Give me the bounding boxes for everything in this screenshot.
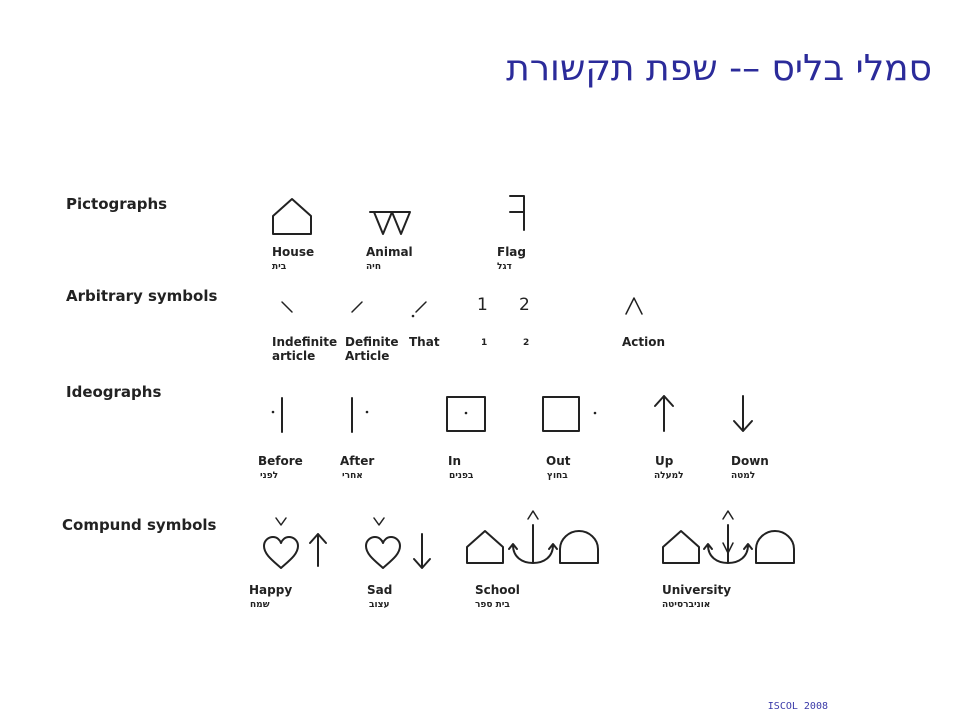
before-hebrew: לפני [260, 471, 279, 481]
in-hebrew: בפנים [449, 471, 474, 481]
category-pictographs: Pictographs [66, 195, 168, 213]
sad-label: Sad [367, 583, 393, 597]
happy-hebrew: שמח [250, 600, 270, 610]
before-label: Before [258, 454, 303, 468]
arch-icon [559, 530, 599, 564]
out-label: Out [546, 454, 571, 468]
definite-article-symbol [351, 301, 363, 313]
house-icon [272, 198, 312, 235]
house-icon [466, 530, 504, 564]
indefinite-label-line1: Indefinite [272, 335, 338, 349]
house-label: House [272, 245, 315, 259]
arrow-up-icon [309, 533, 327, 567]
up-label: Up [655, 454, 674, 468]
school-hebrew: בית ספר [475, 600, 510, 610]
animal-hebrew: חיה [366, 262, 382, 272]
university-label: University [662, 583, 732, 597]
after-hebrew: אחרי [342, 471, 363, 481]
definite-label-line2: Article [345, 349, 390, 363]
arrow-down-icon [733, 395, 753, 432]
flag-icon [509, 195, 525, 231]
number-one-hebrew: 1 [481, 338, 488, 348]
sad-hebrew: עצוב [369, 600, 390, 610]
indefinite-article-symbol [281, 301, 293, 313]
down-hebrew: למטה [731, 471, 756, 481]
out-hebrew: בחוץ [547, 471, 568, 481]
house-hebrew: בית [272, 262, 287, 272]
flag-hebrew: דגל [497, 262, 512, 272]
indefinite-label-line2: article [272, 349, 316, 363]
down-label: Down [731, 454, 769, 468]
number-one-symbol: 1 [477, 295, 488, 315]
university-hebrew: אוניברסיטה [662, 600, 711, 610]
anchor-icon [703, 524, 753, 564]
out-symbol [542, 396, 597, 432]
anchor-icon [508, 524, 558, 564]
definite-label-line1: Definite [345, 335, 399, 349]
animal-icon [369, 211, 411, 235]
university-symbol [662, 510, 795, 564]
up-hebrew: למעלה [654, 471, 684, 481]
happy-symbol [263, 517, 327, 569]
house-icon [662, 530, 700, 564]
school-symbol [466, 510, 599, 564]
heart-icon [365, 536, 401, 569]
flag-label: Flag [497, 245, 526, 259]
footer-credit: ISCOL 2008 [767, 701, 828, 712]
after-symbol [351, 397, 369, 433]
action-label: Action [622, 335, 666, 349]
sad-symbol [365, 517, 431, 569]
arrow-up-icon [654, 395, 674, 432]
happy-label: Happy [249, 583, 293, 597]
before-symbol [271, 397, 283, 433]
category-arbitrary-symbols: Arbitrary symbols [66, 287, 218, 305]
caret-icon [625, 297, 643, 315]
that-symbol [411, 301, 427, 318]
page-title: סמלי בליס –- שפת תקשורת [506, 48, 932, 89]
animal-label: Animal [366, 245, 413, 259]
heart-icon [263, 536, 299, 569]
category-ideographs: Ideographs [66, 383, 162, 401]
arrow-down-icon [413, 533, 431, 569]
number-two-symbol: 2 [519, 295, 530, 315]
in-label: In [448, 454, 462, 468]
in-symbol [446, 396, 486, 432]
number-two-hebrew: 2 [523, 338, 530, 348]
that-label: That [409, 335, 440, 349]
after-label: After [340, 454, 375, 468]
category-compound-symbols: Compund symbols [62, 516, 217, 534]
arch-icon [755, 530, 795, 564]
school-label: School [475, 583, 520, 597]
